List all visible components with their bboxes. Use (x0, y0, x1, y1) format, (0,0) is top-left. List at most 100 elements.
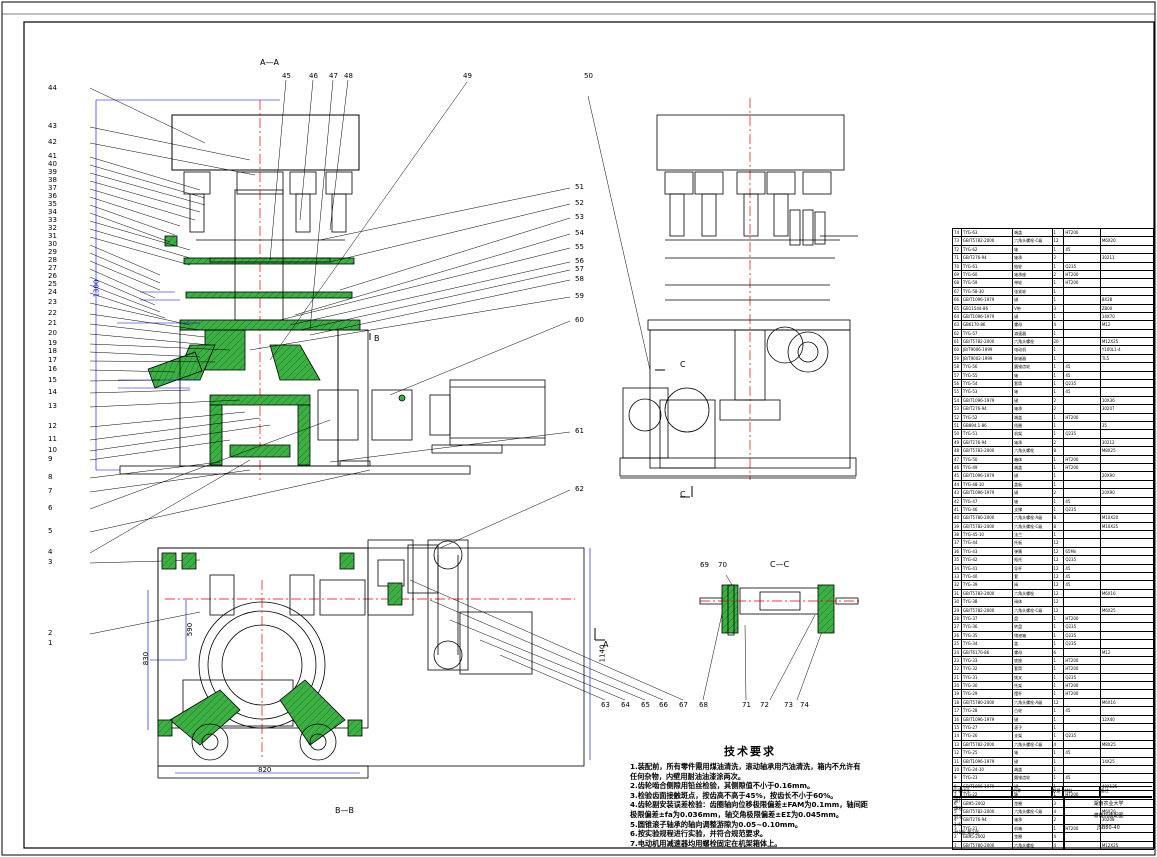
bom-cell: 12 (1053, 237, 1065, 245)
bom-cell: Q235 (1064, 380, 1101, 388)
bom-cell: 键 (1013, 396, 1053, 405)
bom-cell: 螺母 (1013, 648, 1053, 656)
bom-cell: TYG-30 (962, 682, 1014, 690)
bom-cell: 转盘 (1013, 623, 1053, 631)
bom-cell (1101, 749, 1153, 756)
bom-cell: GB/T5783-2000 (962, 447, 1014, 455)
bom-cell: 12 (1053, 539, 1065, 547)
bom-cell: HT200 (1064, 824, 1101, 833)
bom-cell: 4 (953, 816, 962, 824)
bom-cell: GB/T276-94 (962, 816, 1014, 824)
bom-cell: 机架 (1013, 430, 1053, 438)
bom-cell: 12 (1053, 556, 1065, 564)
bom-cell: TYG-60 (962, 270, 1014, 279)
title-approver: 批准 (954, 815, 963, 820)
bom-cell: GB/T5780-2000 (962, 514, 1014, 522)
bom-cell: 45 (1064, 573, 1101, 581)
bom-cell: 45 (1064, 245, 1101, 254)
bom-cell: 1 (1053, 472, 1065, 480)
technical-requirements-lines: 1.装配前，所有零件需用煤油清洗，滚动轴承用汽油清洗，箱内不允许有任何杂物，内壁… (630, 762, 870, 848)
bom-cell: 62 (953, 329, 962, 338)
bom-cell: 2 (953, 833, 962, 841)
bom-cell: 55 (953, 388, 962, 396)
bom-cell: 11 (953, 757, 962, 765)
bom-cell: 电动机 (1013, 346, 1053, 354)
bom-cell (1064, 698, 1101, 707)
balloon-label: 13 (48, 402, 57, 410)
bom-cell: 26 (953, 631, 962, 640)
bom-cell: GB/T5782-2000 (962, 237, 1014, 245)
balloon-label: 56 (575, 257, 584, 265)
bom-cell: Q235 (1064, 262, 1101, 270)
bom-cell: TYG-45-10 (962, 531, 1014, 539)
bom-cell (1101, 539, 1153, 546)
bom-cell: 1 (953, 841, 962, 849)
bom-cell (1064, 740, 1101, 749)
bom-cell: 链轮 (1013, 262, 1053, 270)
bom-cell: 45 (1064, 581, 1101, 589)
bom-cell: 1 (1053, 682, 1065, 690)
bom-cell: Z800 (1101, 305, 1113, 311)
bom-cell: 58 (953, 363, 962, 371)
balloon-label: 60 (575, 316, 584, 324)
bom-cell: GB/T1096-1979 (962, 757, 1014, 765)
bom-cell: 六角头螺栓 (1013, 447, 1053, 455)
bom-cell (1064, 287, 1101, 296)
bom-cell: 1 (1053, 371, 1065, 379)
bom-cell: 69 (953, 270, 962, 279)
bom-cell (1064, 421, 1101, 430)
bom-cell: 30212 (1101, 439, 1115, 445)
bom-cell: 滚子 (1013, 724, 1053, 732)
bom-cell: 1 (1053, 531, 1065, 539)
balloon-label: 66 (659, 701, 668, 709)
balloon-label: 70 (718, 561, 727, 569)
inner-border (23, 21, 1155, 849)
bom-cell: 拨叉 (1013, 673, 1053, 682)
balloon-label: 69 (700, 561, 709, 569)
bom-cell: 1 (1053, 421, 1065, 430)
bom-cell (1101, 531, 1153, 538)
title-scale: 1:5 (954, 823, 962, 828)
bom-cell (1101, 414, 1153, 421)
bom-cell: TYG-24-10 (962, 766, 1014, 774)
balloon-label: 51 (575, 183, 584, 191)
bom-cell: JB/T9002-1999 (962, 354, 1014, 363)
bom-cell: 8X28 (1101, 297, 1113, 303)
bom-cell: 20 (953, 682, 962, 690)
bom-cell: 45 (1064, 363, 1101, 371)
bom-cell: 50 (953, 430, 962, 438)
bom-cell: 34 (953, 564, 962, 572)
bom-cell: 5 (953, 807, 962, 816)
bom-cell: 12 (1053, 589, 1065, 598)
bom-cell: 3 (1053, 799, 1065, 807)
leader-lines-left (89, 87, 371, 635)
bom-cell: JB/T9006-1999 (962, 346, 1014, 354)
balloon-label: 38 (48, 176, 57, 184)
balloon-label: 21 (48, 319, 57, 327)
bom-cell: TYG-51 (962, 430, 1014, 438)
technical-requirement-line: 4.齿轮副安装误差检验：齿圈轴向位移极限偏差±FAM为0.1mm，轴间距 (630, 800, 868, 810)
bom-cell: GB/T5782-2000 (962, 740, 1014, 749)
bom-cell: 1 (1053, 463, 1065, 472)
bom-cell: 38 (953, 531, 962, 539)
bom-cell: Q235 (1064, 430, 1101, 438)
balloon-label: 30 (48, 240, 57, 248)
bom-cell: 1 (1053, 388, 1065, 396)
bom-cell (1101, 573, 1153, 580)
balloon-label: 61 (575, 427, 584, 435)
bom-cell: 4 (1053, 841, 1065, 849)
